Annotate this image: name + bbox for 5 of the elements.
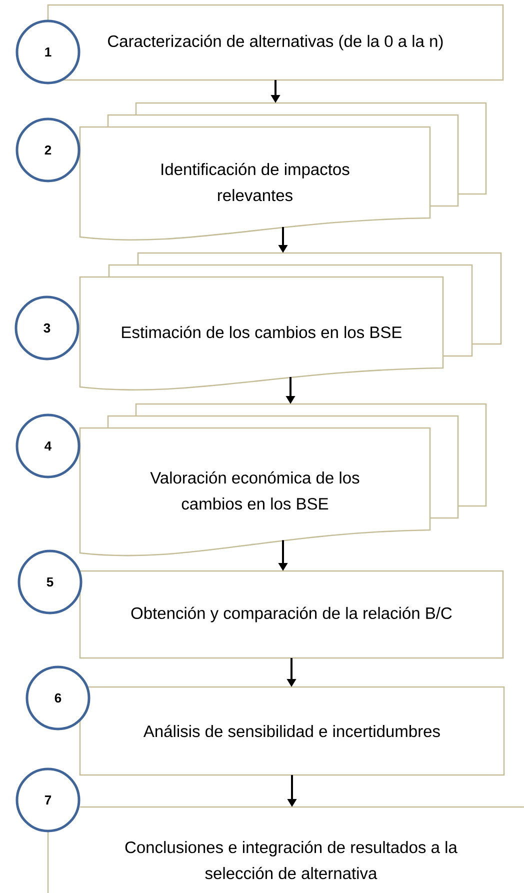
multi-document-box: Identificación de impactos relevantes	[79, 102, 487, 241]
multi-document-box: Estimación de los cambios en los BSE	[79, 252, 502, 391]
open-box: Conclusiones e integración de resultados a la selección de alternativa	[47, 806, 524, 893]
process-box: Análisis de sensibilidad e incertidumbres	[79, 686, 505, 776]
multi-document-box: Valoración económica de los cambios en los BSE	[79, 403, 487, 556]
